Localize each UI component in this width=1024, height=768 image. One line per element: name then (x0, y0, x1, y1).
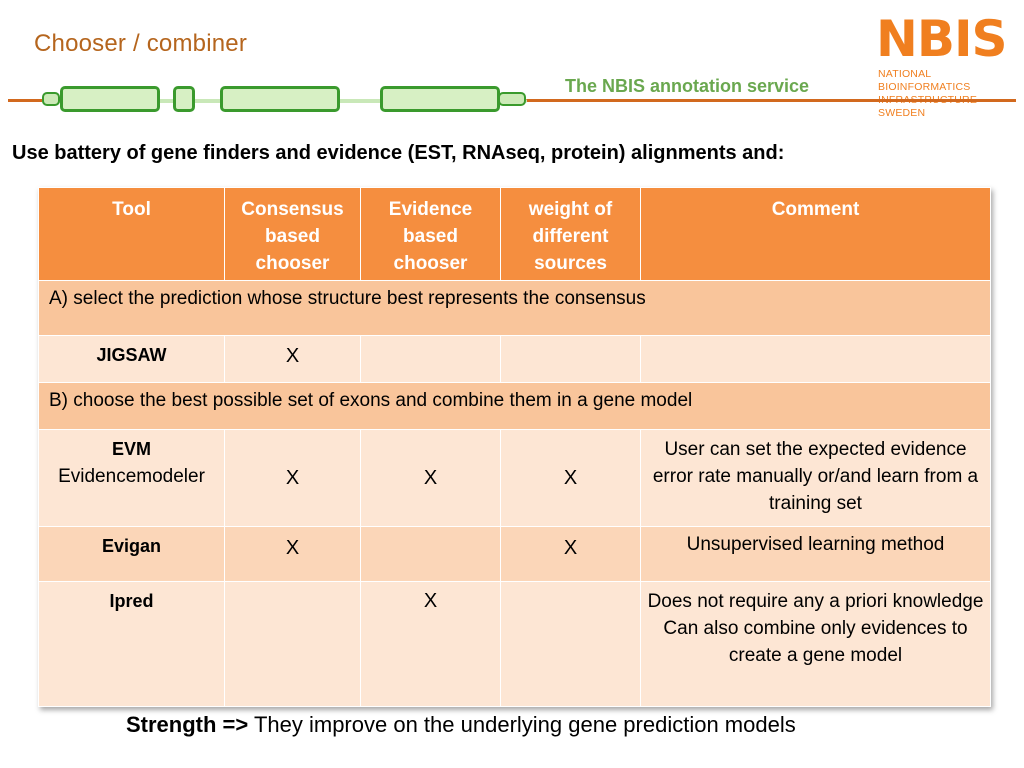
comment-cell (640, 335, 991, 383)
intro-text: Use battery of gene finders and evidence… (12, 142, 785, 164)
logo-subtitle-line1: NATIONAL BIOINFORMATICS (878, 68, 971, 93)
tool-name: Evigan (101, 536, 162, 556)
tool-cell: Ipred (38, 581, 225, 707)
weight-cell (500, 335, 641, 383)
section-b-text: B) choose the best possible set of exons… (38, 382, 991, 430)
consensus-cell: X (224, 526, 361, 582)
logo-subtitle: NATIONAL BIOINFORMATICS INFRASTRUCTURE S… (878, 68, 1018, 120)
tool-cell: JIGSAW (38, 335, 225, 383)
gene-exon-2 (173, 86, 195, 112)
header-weight: weight of different sources (500, 187, 641, 281)
gene-model-graphic (42, 86, 527, 116)
table-row-ipred: Ipred X Does not require any a priori kn… (38, 581, 991, 707)
table-header-row: Tool Consensus based chooser Evidence ba… (38, 187, 991, 281)
logo-subtitle-line2: INFRASTRUCTURE SWEDEN (878, 94, 977, 119)
tool-cell: Evigan (38, 526, 225, 582)
comment-line: Does not require any a priori knowledge (647, 591, 984, 612)
gene-utr-right (498, 92, 526, 106)
strength-statement: Strength => They improve on the underlyi… (126, 712, 796, 738)
strength-text: They improve on the underlying gene pred… (248, 712, 796, 737)
evidence-cell (360, 335, 501, 383)
consensus-cell: X (224, 429, 361, 527)
section-a-text: A) select the prediction whose structure… (38, 280, 991, 336)
section-a-row: A) select the prediction whose structure… (38, 280, 991, 336)
tool-cell: EVM Evidencemodeler (38, 429, 225, 527)
weight-cell (500, 581, 641, 707)
nbis-logo: NBIS NATIONAL BIOINFORMATICS INFRASTRUCT… (876, 10, 1016, 119)
tool-subname: Evidencemodeler (58, 466, 205, 487)
comment-cell: Unsupervised learning method (640, 526, 991, 582)
table-row-evigan: Evigan X X Unsupervised learning method (38, 526, 991, 582)
gene-exon-1 (60, 86, 160, 112)
consensus-cell (224, 581, 361, 707)
service-label: The NBIS annotation service (565, 76, 810, 96)
gene-utr-left (42, 92, 60, 106)
table-row-jigsaw: JIGSAW X (38, 335, 991, 383)
tool-name: EVM (111, 439, 151, 459)
gene-exon-4 (380, 86, 500, 112)
tool-name: JIGSAW (96, 345, 167, 365)
comment-cell: Does not require any a priori knowledge … (640, 581, 991, 707)
header-tool: Tool (38, 187, 225, 281)
header-evidence: Evidence based chooser (360, 187, 501, 281)
logo-wordmark: NBIS (876, 10, 1008, 68)
slide-title: Chooser / combiner (34, 30, 248, 57)
header-comment: Comment (640, 187, 991, 281)
comment-line: Can also combine only evidences to creat… (663, 618, 968, 666)
evidence-cell: X (360, 429, 501, 527)
consensus-cell: X (224, 335, 361, 383)
weight-cell: X (500, 429, 641, 527)
tool-name: Ipred (109, 591, 154, 611)
gene-tools-table: Tool Consensus based chooser Evidence ba… (38, 187, 991, 707)
strength-label: Strength => (126, 712, 249, 737)
comment-cell: User can set the expected evidence error… (640, 429, 991, 527)
header-consensus: Consensus based chooser (224, 187, 361, 281)
evidence-cell: X (360, 581, 501, 707)
section-b-row: B) choose the best possible set of exons… (38, 382, 991, 430)
evidence-cell (360, 526, 501, 582)
table-row-evm: EVM Evidencemodeler X X X User can set t… (38, 429, 991, 527)
weight-cell: X (500, 526, 641, 582)
gene-exon-3 (220, 86, 340, 112)
